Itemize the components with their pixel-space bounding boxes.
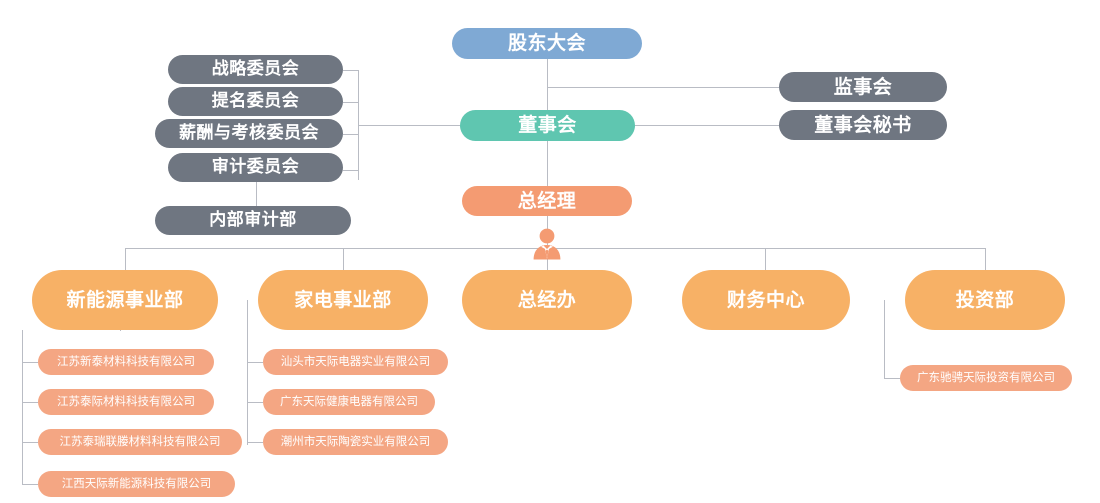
connector-sub-top-1 [120, 330, 121, 331]
node-subsidiary-new-energy-4[interactable]: 江西天际新能源科技有限公司 [38, 471, 235, 497]
connector-audit-to-internal-audit [256, 182, 257, 206]
connector-sub-spine-2 [247, 300, 248, 445]
node-subsidiary-home-appliance-2[interactable]: 广东天际健康电器有限公司 [263, 389, 435, 415]
connector-sub-spine-5 [884, 300, 885, 378]
node-board-secretary[interactable]: 董事会秘书 [779, 110, 947, 140]
node-department-home-appliance[interactable]: 家电事业部 [258, 270, 428, 330]
connector-committee-stub-3 [343, 134, 359, 135]
node-committee-strategy[interactable]: 战略委员会 [168, 55, 343, 84]
connector-board-to-manager [547, 140, 548, 186]
node-department-new-energy[interactable]: 新能源事业部 [32, 270, 218, 330]
node-department-investment[interactable]: 投资部 [905, 270, 1065, 330]
connector-sub-stub-1-2 [22, 402, 38, 403]
node-general-manager[interactable]: 总经理 [462, 186, 632, 216]
connector-committee-stub-1 [343, 70, 359, 71]
connector-committee-stub-4 [343, 170, 359, 171]
connector-sub-stub-2-3 [247, 442, 263, 443]
node-department-finance-center[interactable]: 财务中心 [682, 270, 850, 330]
connector-board-to-secretary [635, 125, 779, 126]
connector-sub-stub-1-1 [22, 362, 38, 363]
connector-sub-stub-1-3 [22, 442, 38, 443]
connector-sub-stub-1-4 [22, 484, 38, 485]
connector-shareholders-to-supervisory [547, 87, 779, 88]
node-internal-audit-department[interactable]: 内部审计部 [155, 206, 351, 235]
connector-bus-drop-2 [343, 248, 344, 270]
connector-sub-spine-1 [22, 330, 23, 485]
connector-shareholders-to-board [547, 58, 548, 110]
node-shareholders-meeting[interactable]: 股东大会 [452, 28, 642, 59]
connector-board-to-committees [358, 125, 460, 126]
connector-committee-stub-2 [343, 102, 359, 103]
connector-sub-stub-2-2 [247, 402, 263, 403]
connector-committee-spine [358, 70, 359, 180]
node-subsidiary-investment-1[interactable]: 广东驰骋天际投资有限公司 [900, 365, 1072, 391]
node-committee-nomination[interactable]: 提名委员会 [168, 87, 343, 116]
connector-sub-stub-2-1 [247, 362, 263, 363]
node-subsidiary-new-energy-2[interactable]: 江苏泰际材料科技有限公司 [38, 389, 214, 415]
connector-bus-drop-4 [765, 248, 766, 270]
node-subsidiary-new-energy-3[interactable]: 江苏泰瑞联媵材料科技有限公司 [38, 429, 242, 455]
node-committee-remuneration-appraisal[interactable]: 薪酬与考核委员会 [155, 119, 343, 148]
node-subsidiary-home-appliance-3[interactable]: 潮州市天际陶瓷实业有限公司 [263, 429, 448, 455]
connector-bus-drop-5 [985, 248, 986, 270]
node-subsidiary-home-appliance-1[interactable]: 汕头市天际电器实业有限公司 [263, 349, 448, 375]
node-committee-audit[interactable]: 审计委员会 [168, 153, 343, 182]
node-subsidiary-new-energy-1[interactable]: 江苏新泰材料科技有限公司 [38, 349, 214, 375]
businessman-icon [533, 228, 561, 260]
connector-bus-drop-1 [125, 248, 126, 270]
node-board-of-directors[interactable]: 董事会 [460, 110, 635, 141]
node-department-general-manager-office[interactable]: 总经办 [462, 270, 632, 330]
node-supervisory-board[interactable]: 监事会 [779, 72, 947, 102]
connector-sub-stub-5-1 [884, 378, 900, 379]
